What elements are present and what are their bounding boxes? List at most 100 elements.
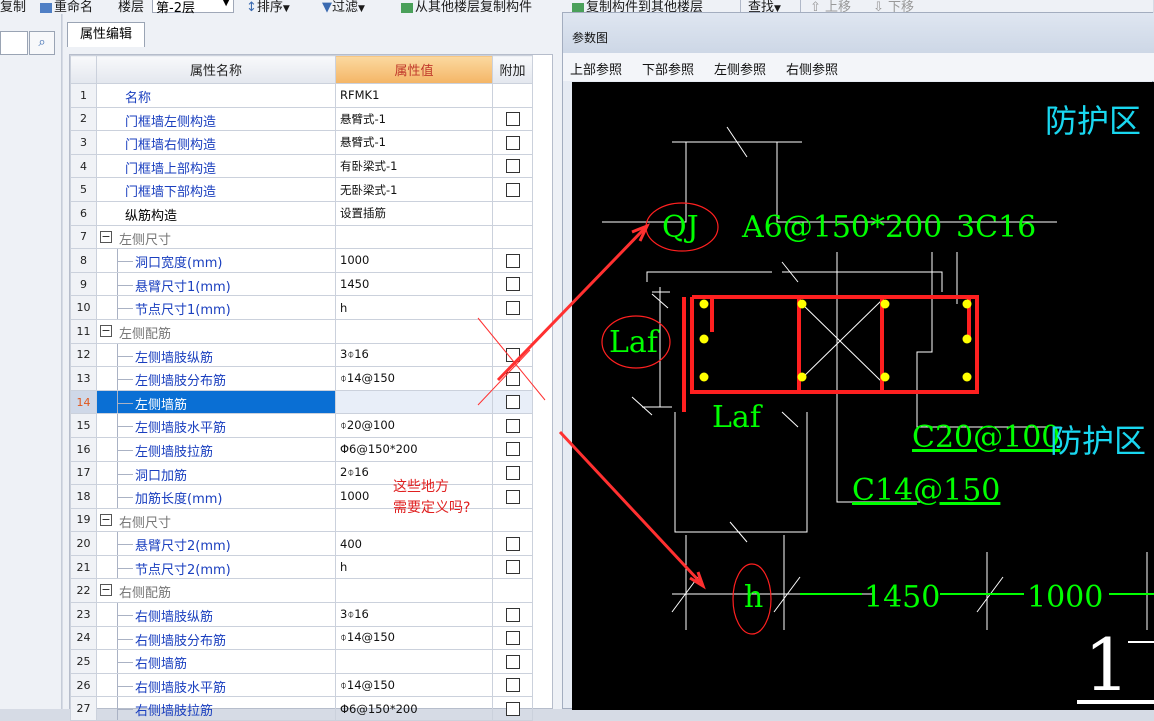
extra-checkbox[interactable] [505, 300, 520, 315]
property-value-cell[interactable]: 3⌽16 [335, 342, 493, 368]
table-row[interactable]: 22−右侧配筋 [70, 578, 533, 604]
property-value-cell[interactable]: ⌽14@150 [335, 625, 493, 651]
property-value-cell[interactable]: 2⌽16 [335, 460, 493, 486]
property-name-cell[interactable]: 悬臂尺寸2(mm) [96, 531, 336, 556]
property-name-cell[interactable]: 悬臂尺寸1(mm) [96, 271, 336, 297]
extra-checkbox[interactable] [505, 701, 520, 716]
menu-item-left-reference[interactable]: 左侧参照 [714, 63, 767, 78]
extra-checkbox[interactable] [505, 466, 520, 481]
property-value-cell[interactable]: Φ6@150*200 [335, 696, 493, 721]
find-button[interactable]: 查找▼ [748, 0, 781, 15]
extra-checkbox[interactable] [505, 348, 520, 363]
menu-item-bottom-reference[interactable]: 下部参照 [642, 63, 695, 78]
property-value-cell[interactable]: h [335, 295, 493, 320]
property-name-cell[interactable]: 门框墙上部构造 [96, 153, 336, 179]
copy-from-floor-button[interactable]: 从其他楼层复制构件 [401, 0, 532, 15]
property-value-cell[interactable]: 1000 [335, 484, 493, 509]
property-name-cell[interactable]: 加筋长度(mm) [96, 484, 336, 509]
extra-checkbox[interactable] [505, 489, 520, 504]
property-name-cell[interactable]: 名称 [96, 83, 336, 108]
column-header-extra[interactable]: 附加 [492, 55, 533, 84]
collapse-icon[interactable]: − [100, 583, 112, 597]
property-value-cell[interactable]: 1450 [335, 271, 493, 297]
property-name-cell[interactable]: 洞口宽度(mm) [96, 248, 336, 273]
property-value-cell[interactable] [335, 224, 493, 250]
property-name-cell[interactable]: 右侧墙肢拉筋 [96, 696, 336, 721]
extra-checkbox[interactable] [505, 253, 520, 268]
extra-checkbox[interactable] [505, 395, 520, 410]
collapse-icon[interactable]: − [100, 323, 112, 337]
column-header-name[interactable]: 属性名称 [96, 55, 336, 84]
property-value-cell[interactable]: ⌽20@100 [335, 413, 493, 438]
menu-item-right-reference[interactable]: 右侧参照 [786, 63, 839, 78]
property-name-cell[interactable]: 节点尺寸2(mm) [96, 554, 336, 580]
menu-item-top-reference[interactable]: 上部参照 [570, 63, 623, 78]
extra-checkbox[interactable] [505, 371, 520, 386]
extra-checkbox[interactable] [505, 654, 520, 669]
rename-button[interactable]: 重命名 [40, 0, 93, 15]
parameter-window-titlebar[interactable]: 参数图 [563, 13, 1154, 53]
property-name-cell[interactable]: 门框墙下部构造 [96, 177, 336, 202]
extra-checkbox[interactable] [505, 112, 520, 127]
extra-checkbox[interactable] [505, 182, 520, 197]
property-value-cell[interactable] [335, 318, 493, 344]
property-name-cell[interactable]: 右侧墙筋 [96, 649, 336, 674]
property-value-cell[interactable]: h [335, 554, 493, 580]
extra-checkbox[interactable] [505, 560, 520, 575]
property-value-cell[interactable]: 无卧梁式-1 [335, 177, 493, 202]
property-value-cell[interactable] [335, 649, 493, 674]
property-name-cell[interactable]: 门框墙右侧构造 [96, 130, 336, 155]
property-name-cell[interactable]: 洞口加筋 [96, 460, 336, 486]
property-value-cell[interactable]: 3⌽16 [335, 602, 493, 627]
extra-checkbox[interactable] [505, 442, 520, 457]
table-row[interactable]: 7−左侧尺寸 [70, 224, 533, 250]
property-value-cell[interactable]: 悬臂式-1 [335, 106, 493, 132]
tab-property-edit[interactable]: 属性编辑 [67, 22, 145, 47]
property-name-cell[interactable]: 左侧墙肢分布筋 [96, 366, 336, 391]
property-name-cell[interactable]: 右侧墙肢纵筋 [96, 602, 336, 627]
property-name-cell[interactable]: −左侧尺寸 [96, 224, 336, 250]
property-value-cell[interactable] [335, 578, 493, 604]
extra-checkbox[interactable] [505, 536, 520, 551]
property-name-cell[interactable]: 右侧墙肢水平筋 [96, 672, 336, 698]
property-value-cell[interactable]: Φ6@150*200 [335, 436, 493, 462]
copy-to-floor-button[interactable]: 复制构件到其他楼层 [572, 0, 703, 15]
property-name-cell[interactable]: 纵筋构造 [96, 200, 336, 226]
cad-drawing-canvas[interactable]: QJ A6@150*200 3C16 Laf Laf C20@100 C14@1… [572, 82, 1154, 710]
collapse-icon[interactable]: − [100, 512, 112, 526]
property-value-cell[interactable]: RFMK1 [335, 83, 493, 108]
extra-checkbox[interactable] [505, 418, 520, 433]
extra-checkbox[interactable] [505, 631, 520, 646]
property-name-cell[interactable]: 左侧墙肢拉筋 [96, 436, 336, 462]
sort-button[interactable]: ↕排序▼ [246, 0, 290, 15]
property-value-cell[interactable]: 400 [335, 531, 493, 556]
filter-button[interactable]: ▼过滤▼ [322, 0, 365, 15]
extra-checkbox[interactable] [505, 277, 520, 292]
property-name-cell[interactable]: 左侧墙肢纵筋 [96, 342, 336, 368]
extra-checkbox[interactable] [505, 607, 520, 622]
property-name-cell[interactable]: 左侧墙肢水平筋 [96, 413, 336, 438]
property-name-cell[interactable]: −右侧尺寸 [96, 507, 336, 533]
property-name-cell[interactable]: 节点尺寸1(mm) [96, 295, 336, 320]
property-name-cell[interactable]: −右侧配筋 [96, 578, 336, 604]
property-name-cell[interactable]: 右侧墙肢分布筋 [96, 625, 336, 651]
